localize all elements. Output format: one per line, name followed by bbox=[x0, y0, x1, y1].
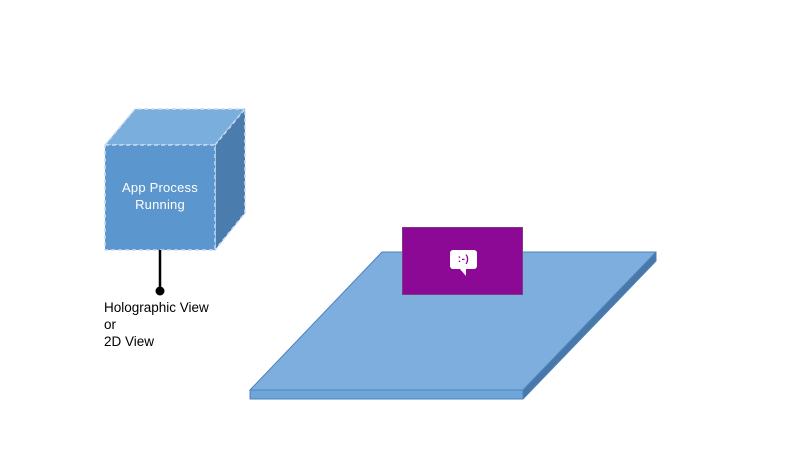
app-process-cube bbox=[104, 108, 246, 251]
slate-plane bbox=[249, 251, 657, 400]
plane-top-face bbox=[249, 251, 657, 391]
caption-line-2: or bbox=[104, 317, 117, 332]
cube-front-face bbox=[104, 144, 216, 251]
caption-line-1: Holographic View bbox=[104, 300, 209, 315]
connector bbox=[155, 250, 165, 296]
smiley-text: :-) bbox=[457, 253, 470, 265]
message-bubble-smiley-icon: :-) bbox=[450, 250, 477, 276]
app-tile: :-) bbox=[402, 227, 523, 295]
connector-dot bbox=[155, 286, 165, 296]
bubble-tail-icon bbox=[459, 268, 466, 276]
plane-front-face bbox=[249, 389, 524, 400]
cube-label: App Process Running bbox=[122, 180, 198, 212]
caption-line-3: 2D View bbox=[104, 334, 155, 349]
view-caption: Holographic View or 2D View bbox=[104, 299, 209, 350]
